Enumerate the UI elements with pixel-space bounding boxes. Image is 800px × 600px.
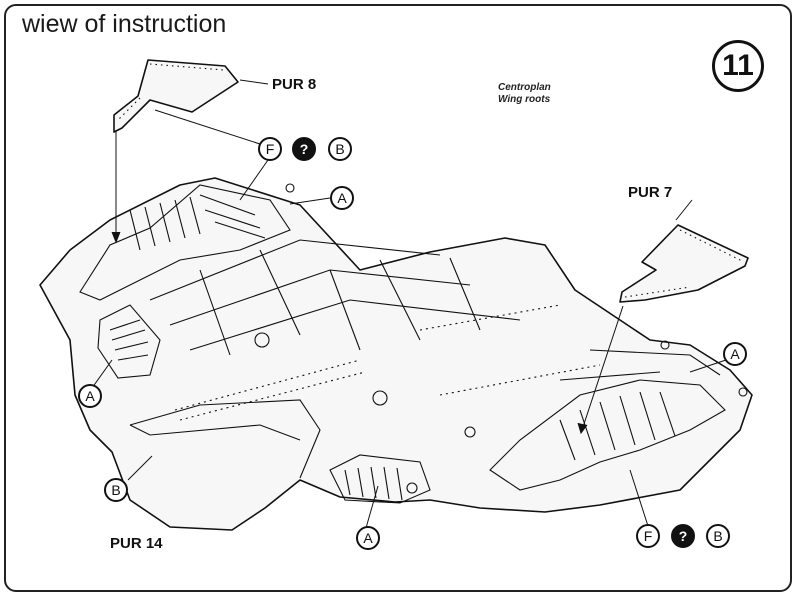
leader-f-bottom bbox=[629, 469, 649, 527]
callout-a-top: A bbox=[330, 186, 354, 210]
leader-a-left bbox=[91, 359, 113, 389]
callout-question-top: ? bbox=[292, 137, 316, 161]
page-frame bbox=[4, 4, 792, 592]
leader-pur7-down bbox=[581, 305, 624, 431]
step-number-badge: 11 bbox=[712, 40, 764, 92]
callout-f-bottom: F bbox=[636, 524, 660, 548]
leader-pur8-f bbox=[154, 109, 264, 146]
leader-f-top bbox=[239, 159, 269, 201]
right-wing-root-bay bbox=[489, 379, 726, 491]
left-intake bbox=[97, 304, 161, 379]
note-line-2: Wing roots bbox=[498, 94, 551, 105]
leader-b-left bbox=[127, 455, 153, 481]
bottom-intake bbox=[329, 454, 431, 504]
leader-a-top bbox=[289, 197, 331, 205]
pur7-part bbox=[619, 224, 749, 303]
part-label-pur7: PUR 7 bbox=[628, 184, 673, 201]
section-note: Centroplan Wing roots bbox=[498, 82, 551, 106]
callout-question-bottom: ? bbox=[671, 524, 695, 548]
part-label-pur14: PUR 14 bbox=[110, 535, 163, 552]
leader-pur8 bbox=[239, 79, 269, 85]
pur8-part bbox=[113, 59, 239, 133]
front-lip bbox=[129, 399, 321, 479]
arrow-pur7 bbox=[577, 422, 588, 435]
centroplan-outline bbox=[39, 177, 753, 531]
callout-a-right: A bbox=[723, 342, 747, 366]
callout-b-top: B bbox=[328, 137, 352, 161]
note-line-1: Centroplan bbox=[498, 82, 551, 93]
arrow-pur8 bbox=[111, 231, 121, 244]
callout-a-left: A bbox=[78, 384, 102, 408]
callout-a-bottom: A bbox=[356, 526, 380, 550]
callout-f-top: F bbox=[258, 137, 282, 161]
callout-b-left: B bbox=[104, 478, 128, 502]
left-wing-root-bay bbox=[79, 184, 291, 301]
leader-a-bottom bbox=[365, 485, 379, 529]
leader-pur7 bbox=[675, 199, 693, 221]
callout-b-bottom: B bbox=[706, 524, 730, 548]
page-title: wiew of instruction bbox=[22, 10, 227, 38]
part-label-pur8: PUR 8 bbox=[272, 76, 317, 93]
